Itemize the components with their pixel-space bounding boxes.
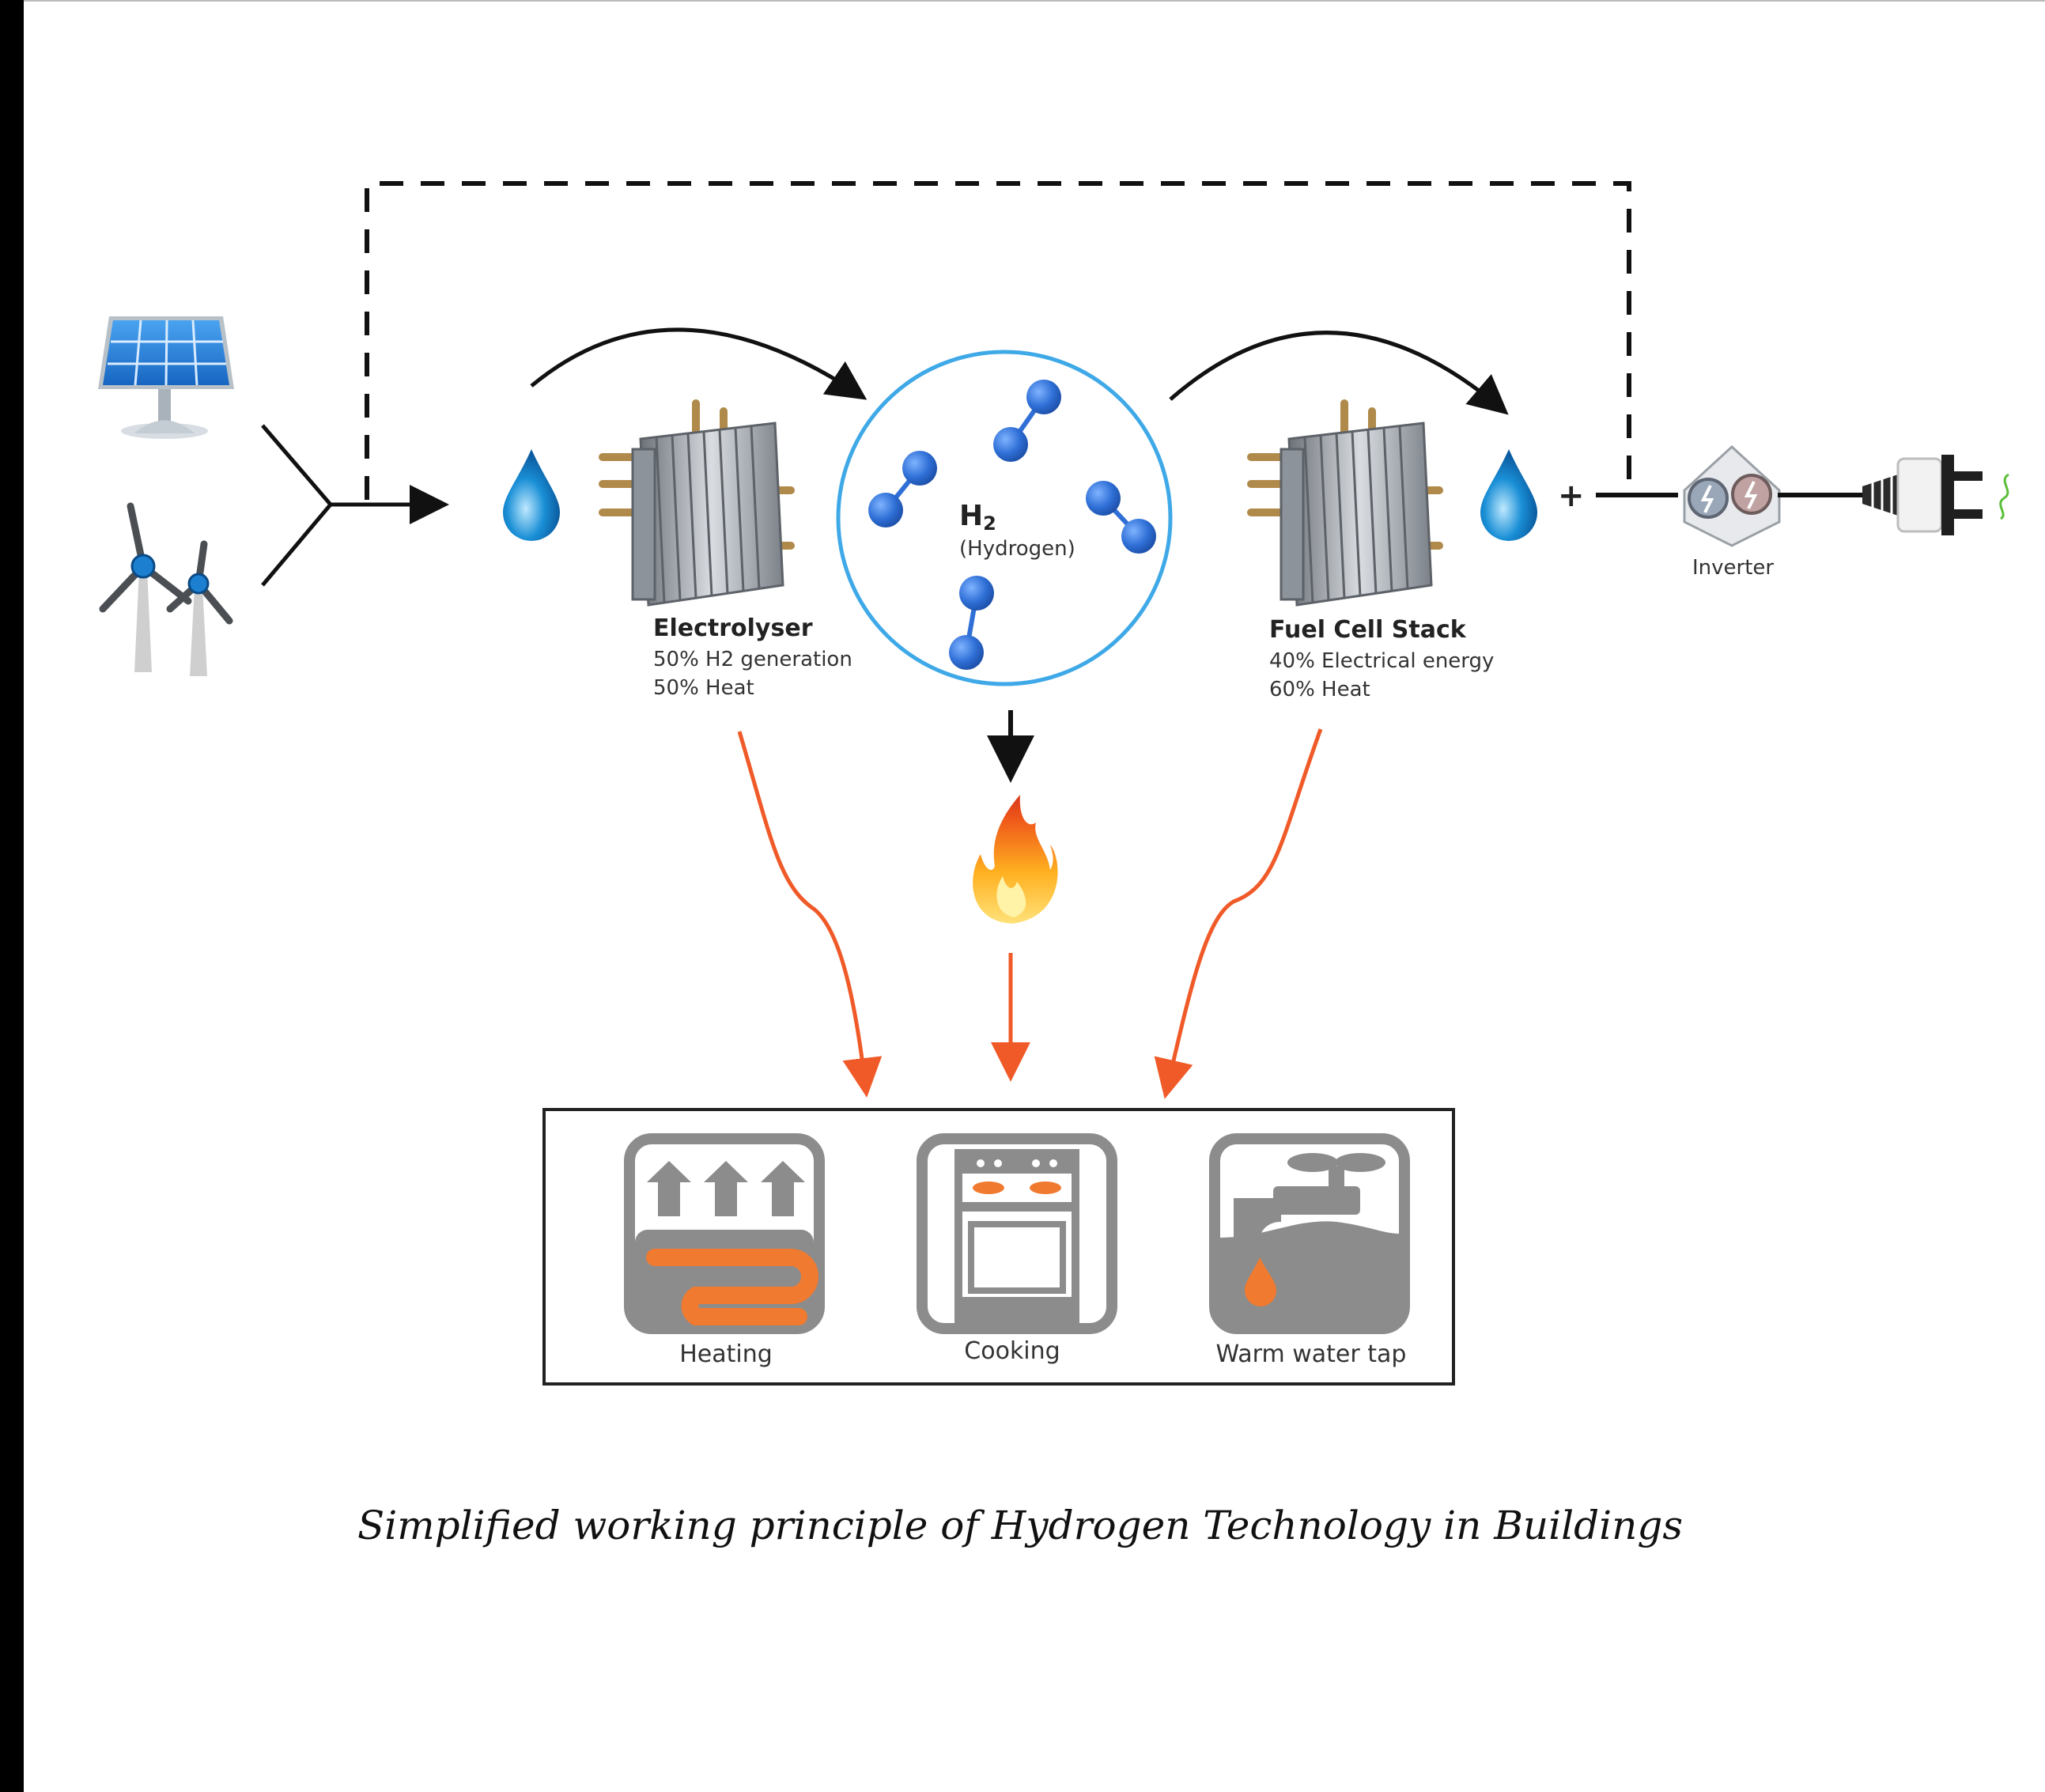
wind-turbine-icon	[99, 502, 233, 676]
electrolyser-icon	[599, 399, 795, 607]
cooking-icon	[917, 1133, 1117, 1334]
electrolyser-title: Electrolyser	[653, 614, 813, 642]
heat-arrow-electrolyser	[737, 731, 883, 1098]
hydrogen-name: (Hydrogen)	[959, 537, 1075, 561]
fuel-cell-line1: 40% Electrical energy	[1269, 649, 1494, 673]
inverter-icon	[1683, 444, 1781, 547]
figure-caption: Simplified working principle of Hydrogen…	[357, 1503, 1683, 1548]
heat-arrow-fuel-cell	[1154, 728, 1323, 1099]
power-plug-icon	[1862, 455, 2009, 535]
hydrogen-molecules-circle	[836, 350, 1173, 686]
inverter-label: Inverter	[1692, 556, 1774, 580]
plus-sign: +	[1558, 478, 1585, 514]
left-border-bar	[0, 0, 24, 1792]
fuel-cell-stack-icon	[1247, 399, 1443, 607]
heating-icon	[624, 1133, 825, 1334]
flame-icon	[973, 795, 1058, 924]
warm-water-tap-icon	[1209, 1133, 1410, 1334]
fuel-cell-title: Fuel Cell Stack	[1269, 616, 1467, 644]
source-combiner	[261, 424, 449, 587]
solar-panel-icon	[98, 316, 234, 439]
hydrogen-symbol: H2	[959, 500, 996, 535]
warm-water-tap-label: Warm water tap	[1216, 1340, 1407, 1368]
fuel-cell-line2: 60% Heat	[1269, 678, 1370, 701]
dashed-feedback-line	[365, 181, 1631, 500]
arrow-hydrogen-to-fuelcell	[1169, 331, 1509, 415]
water-drop-icon	[503, 449, 560, 541]
electrolyser-line1: 50% H2 generation	[653, 648, 852, 671]
arrow-electrolyser-to-hydrogen	[530, 327, 868, 400]
cooking-label: Cooking	[964, 1337, 1060, 1365]
water-drop-output-icon	[1480, 449, 1537, 541]
electrolyser-line2: 50% Heat	[653, 676, 754, 700]
heating-label: Heating	[679, 1340, 773, 1368]
